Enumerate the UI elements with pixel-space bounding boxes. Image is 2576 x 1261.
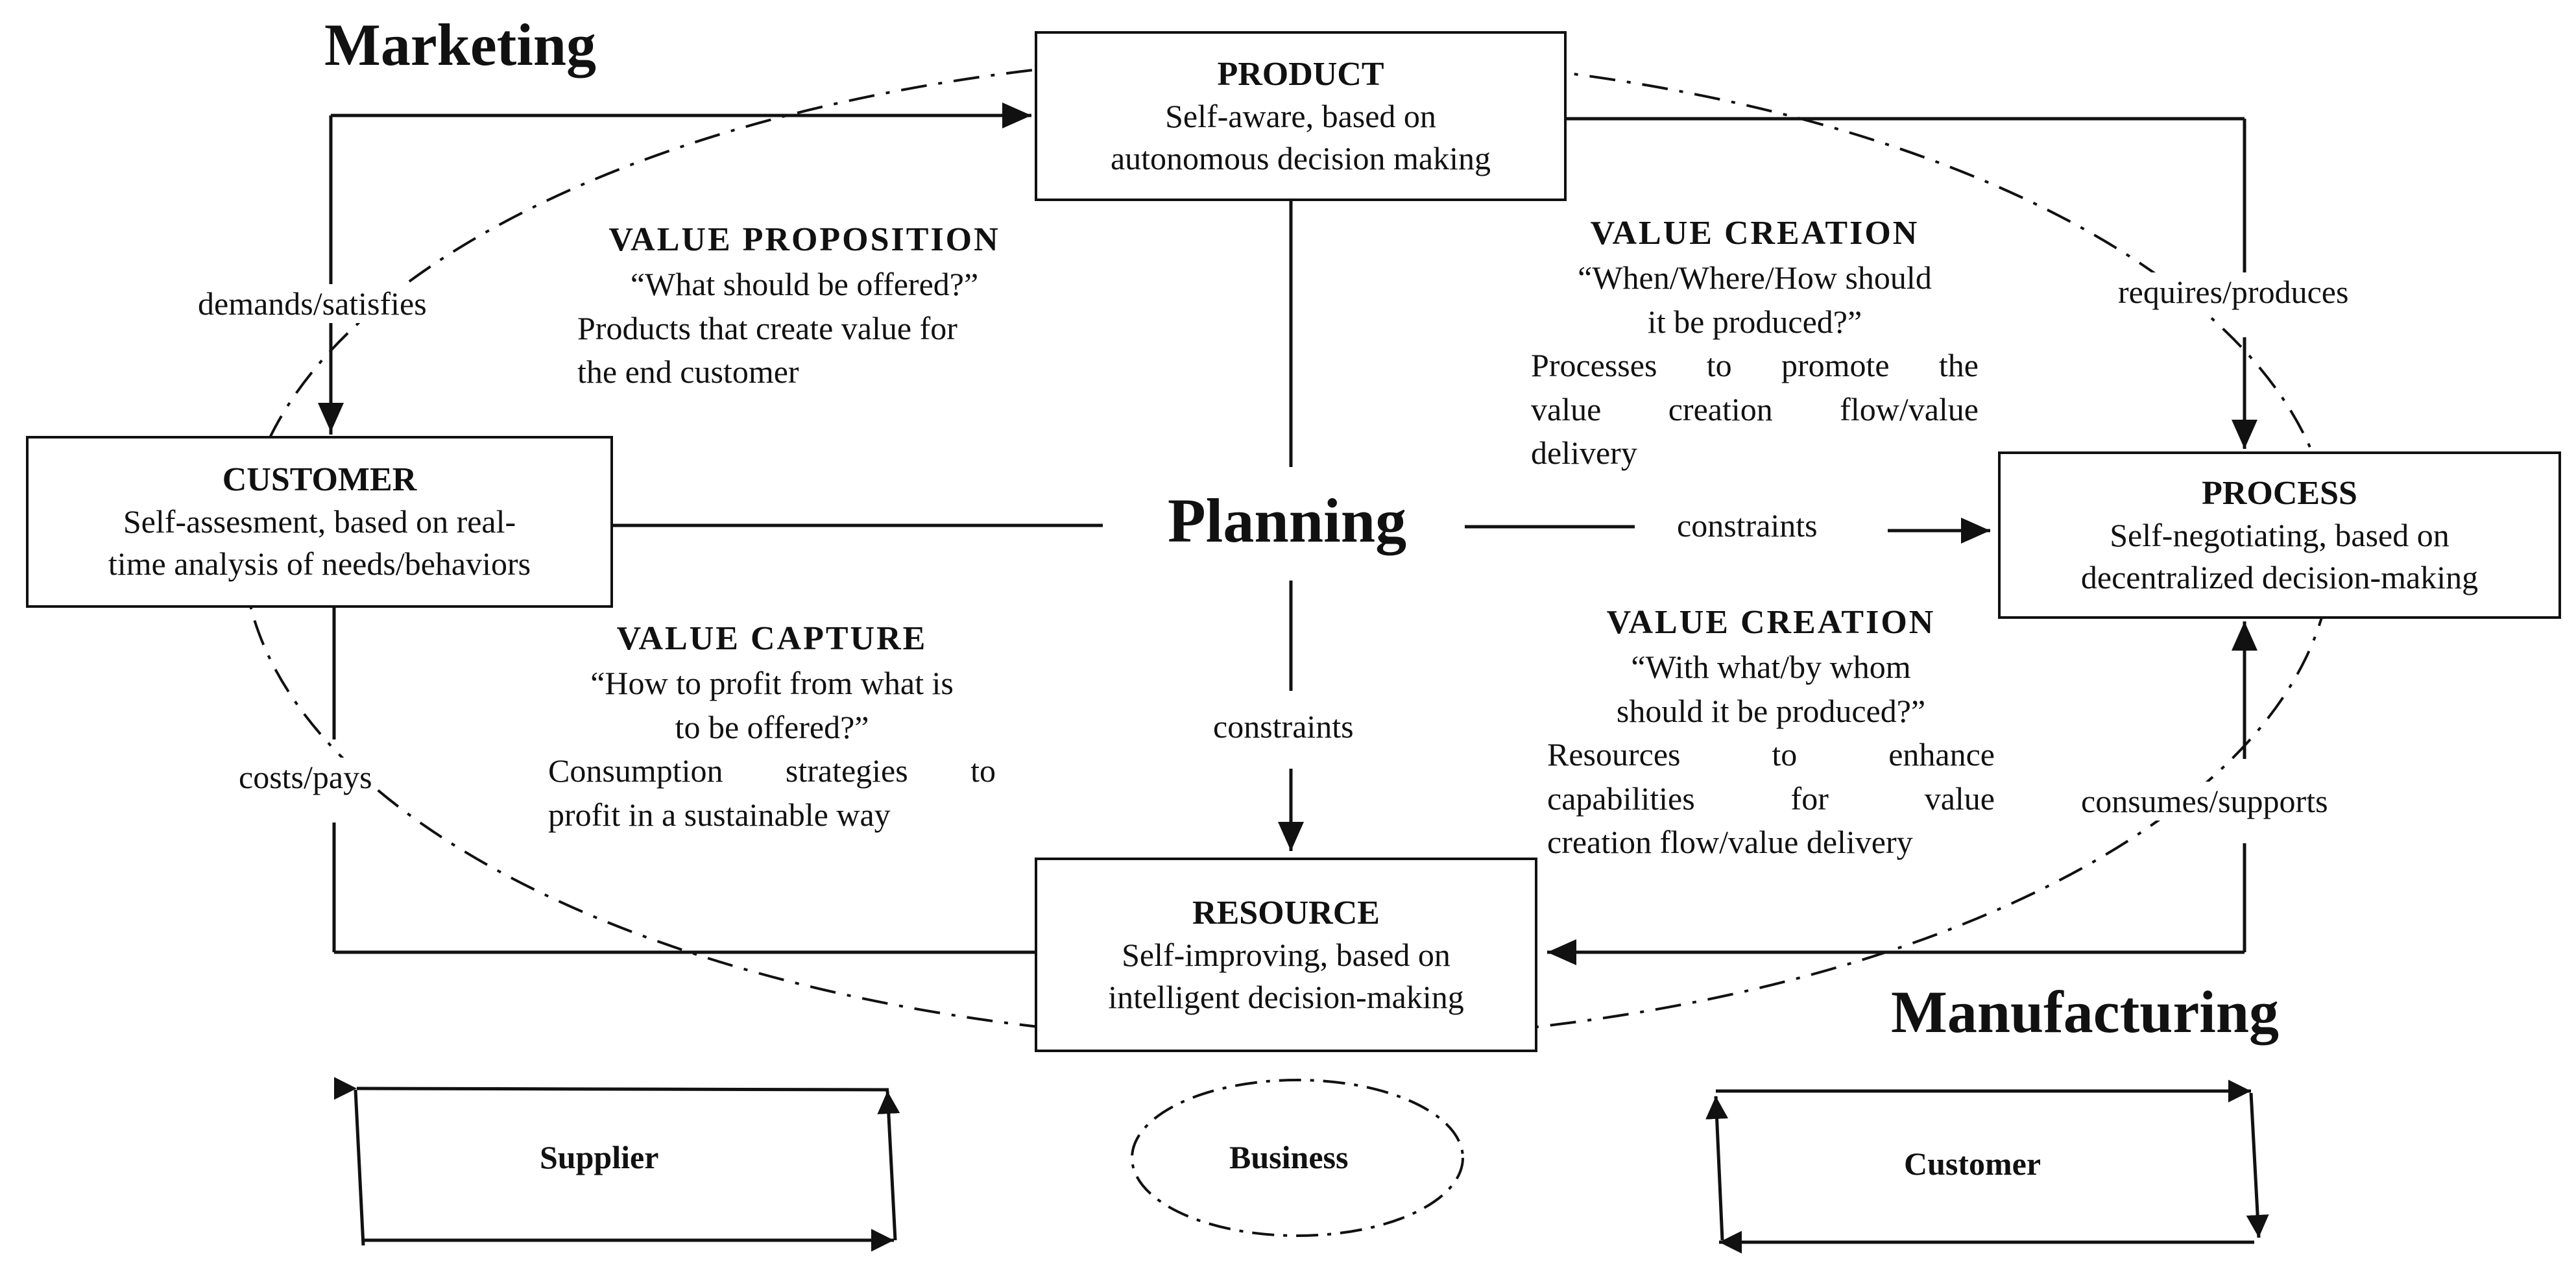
value-creation-bottom-line-1: Resources to enhance (1547, 736, 1995, 773)
value-capture-block: VALUE CAPTURE “How to profit from what i… (548, 616, 996, 837)
legend-supplier-label: Supplier (540, 1139, 659, 1175)
edge-label-demands-satisfies: demands/satisfies (198, 284, 427, 323)
resource-title: RESOURCE (1192, 894, 1380, 931)
product-node: PRODUCT Self-aware, based on autonomous … (1035, 31, 1567, 201)
process-desc-line-2: decentralized decision-making (2080, 558, 2479, 595)
value-creation-top-line-2: value creation flow/value (1531, 390, 1979, 427)
product-title: PRODUCT (1217, 55, 1384, 93)
process-node: PROCESS Self-negotiating, based on decen… (1998, 451, 2561, 619)
legend-business-ellipse (1131, 1079, 1464, 1237)
value-creation-bottom-heading: VALUE CREATION (1606, 604, 1936, 641)
value-creation-bottom-line-3: creation flow/value delivery (1547, 824, 1913, 861)
value-creation-bottom-block: VALUE CREATION “With what/by whom should… (1547, 600, 1995, 865)
legend-supplier-left (354, 1089, 365, 1246)
edge-label-requires-produces: requires/produces (2118, 272, 2349, 311)
customer-title: CUSTOMER (222, 461, 417, 498)
resource-desc-line-1: Self-improving, based on (1122, 936, 1451, 973)
value-creation-bottom-line-2: capabilities for value (1547, 780, 1995, 817)
value-capture-line-1: Consumption strategies to (548, 752, 996, 789)
value-creation-bottom-question-2: should it be produced?” (1616, 692, 1926, 729)
edge-label-constraints-down: constraints (1213, 707, 1354, 746)
legend-business-label: Business (1229, 1139, 1349, 1175)
value-proposition-line-2: the end customer (577, 354, 799, 390)
legend-customer-label: Customer (1904, 1146, 2041, 1182)
value-creation-top-line-3: delivery (1531, 435, 1637, 472)
value-creation-top-question-1: “When/Where/How should (1578, 259, 1932, 296)
value-creation-bottom-question-1: “With what/by whom (1631, 649, 1911, 686)
value-creation-top-question-2: it be produced?” (1647, 303, 1862, 340)
process-title: PROCESS (2202, 474, 2357, 512)
value-capture-line-2: profit in a sustainable way (548, 796, 891, 833)
value-proposition-heading: VALUE PROPOSITION (608, 221, 1000, 258)
value-creation-top-heading: VALUE CREATION (1590, 215, 1920, 252)
value-proposition-block: VALUE PROPOSITION “What should be offere… (577, 217, 1031, 394)
planning-label: Planning (1168, 486, 1407, 555)
value-capture-question-2: to be offered?” (675, 708, 869, 745)
value-creation-top-line-1: Processes to promote the (1531, 347, 1979, 384)
customer-node: CUSTOMER Self-assesment, based on real- … (26, 436, 613, 608)
resource-node: RESOURCE Self-improving, based on intell… (1035, 858, 1537, 1052)
customer-desc-line-1: Self-assesment, based on real- (123, 503, 516, 540)
marketing-label: Marketing (324, 12, 597, 78)
product-desc-line-2: autonomous decision making (1110, 139, 1491, 176)
legend-supplier-right (877, 1090, 900, 1241)
legend-customer-right (2246, 1092, 2269, 1238)
value-proposition-line-1: Products that create value for (577, 309, 957, 346)
edge-label-consumes-supports: consumes/supports (2081, 782, 2328, 821)
resource-desc-line-2: intelligent decision-making (1108, 978, 1464, 1015)
legend-supplier-top (333, 1077, 889, 1100)
value-proposition-question: “What should be offered?” (630, 266, 979, 303)
process-desc-line-1: Self-negotiating, based on (2110, 516, 2450, 553)
product-desc-line-1: Self-aware, based on (1165, 97, 1436, 134)
manufacturing-label: Manufacturing (1891, 979, 2279, 1045)
edge-label-costs-pays: costs/pays (239, 758, 372, 797)
value-capture-heading: VALUE CAPTURE (616, 620, 928, 657)
edge-label-constraints-right: constraints (1677, 507, 1818, 544)
legend-customer-left (1705, 1096, 1729, 1241)
value-capture-question-1: “How to profit from what is (590, 665, 954, 702)
customer-desc-line-2: time analysis of needs/behaviors (108, 546, 531, 582)
value-creation-top-block: VALUE CREATION “When/Where/How should it… (1531, 211, 1979, 475)
